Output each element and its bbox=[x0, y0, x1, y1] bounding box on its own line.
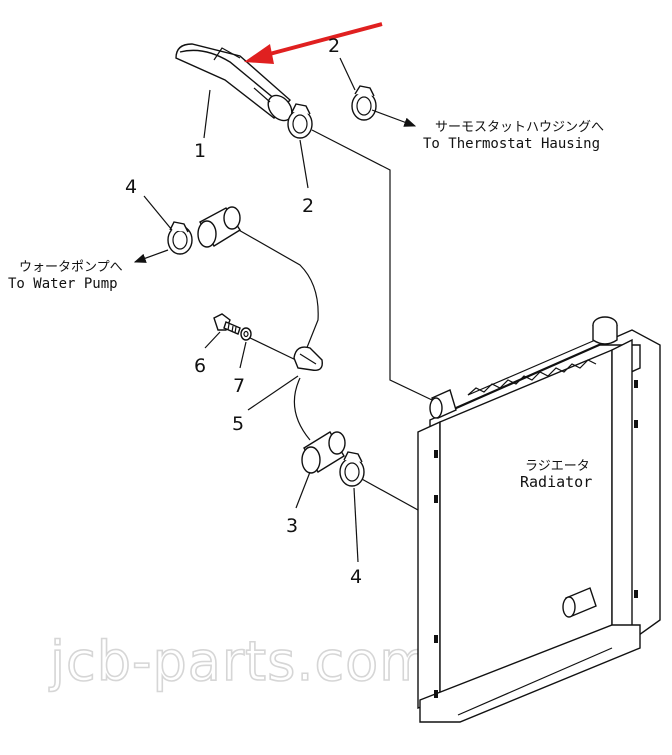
radiator-upper-inlet bbox=[429, 389, 457, 419]
leader-2-mid bbox=[299, 139, 309, 189]
leader-7 bbox=[239, 341, 247, 369]
bypass-route-upper bbox=[229, 224, 319, 351]
part-3-short-hose-upper bbox=[197, 206, 241, 248]
callout-2-top: 2 bbox=[328, 35, 340, 57]
lower-hose-route bbox=[359, 477, 419, 511]
radiator-bottom-tank bbox=[419, 624, 641, 723]
part-4-clamp-top bbox=[167, 221, 193, 255]
callout-1: 1 bbox=[194, 140, 206, 162]
radiator-bottom-edge bbox=[457, 647, 613, 716]
callout-4-bottom: 4 bbox=[350, 566, 362, 588]
part-6-bolt bbox=[213, 313, 241, 335]
leader-1 bbox=[203, 89, 211, 139]
leader-4-top bbox=[143, 195, 173, 231]
arrow-to-water-pump bbox=[133, 249, 169, 263]
part-2-clamp-mid bbox=[287, 103, 313, 139]
radiator-bracket-holes bbox=[434, 380, 638, 698]
radiator-filler-cap bbox=[592, 316, 618, 345]
route-lines bbox=[229, 129, 433, 511]
thermostat-label-jp: サーモスタットハウジングへ bbox=[435, 120, 604, 135]
part-1-upper-hose bbox=[175, 43, 293, 122]
part-3-short-hose-lower bbox=[301, 431, 346, 474]
radiator-label-en: Radiator bbox=[520, 473, 592, 491]
callout-3: 3 bbox=[286, 515, 298, 537]
bolt-route bbox=[245, 335, 301, 363]
leader-6 bbox=[204, 331, 221, 349]
part-5-clip bbox=[293, 346, 323, 371]
leader-5 bbox=[247, 375, 299, 411]
arrow-to-thermostat bbox=[371, 109, 417, 127]
radiator-top-fins bbox=[467, 359, 597, 396]
pump-label-jp: ウォータポンプへ bbox=[19, 260, 123, 275]
leader-4-bottom bbox=[353, 487, 359, 563]
radiator-lower-outlet bbox=[562, 587, 597, 618]
radiator-left-side bbox=[417, 420, 441, 709]
callout-4-top: 4 bbox=[125, 176, 137, 198]
radiator-label-jp: ラジエータ bbox=[525, 459, 590, 474]
radiator-right-side bbox=[611, 338, 633, 644]
leader-3 bbox=[295, 471, 311, 509]
part-7-washer bbox=[240, 327, 252, 341]
thermostat-label-en: To Thermostat Hausing bbox=[423, 136, 600, 152]
callout-7: 7 bbox=[233, 375, 245, 397]
callout-6: 6 bbox=[194, 355, 206, 377]
upper-hose-route bbox=[311, 129, 433, 401]
callout-5: 5 bbox=[232, 413, 244, 435]
callout-2-mid: 2 bbox=[302, 195, 314, 217]
bypass-route-lower bbox=[293, 377, 311, 441]
pump-label-en: To Water Pump bbox=[8, 276, 118, 292]
highlight-arrow bbox=[244, 22, 383, 64]
radiator: ラジエータ Radiator bbox=[417, 316, 661, 723]
part-2-clamp-top bbox=[351, 85, 377, 121]
leader-2-top bbox=[339, 57, 356, 91]
part-4-clamp-bottom bbox=[339, 451, 365, 487]
leader-lines bbox=[143, 57, 359, 563]
